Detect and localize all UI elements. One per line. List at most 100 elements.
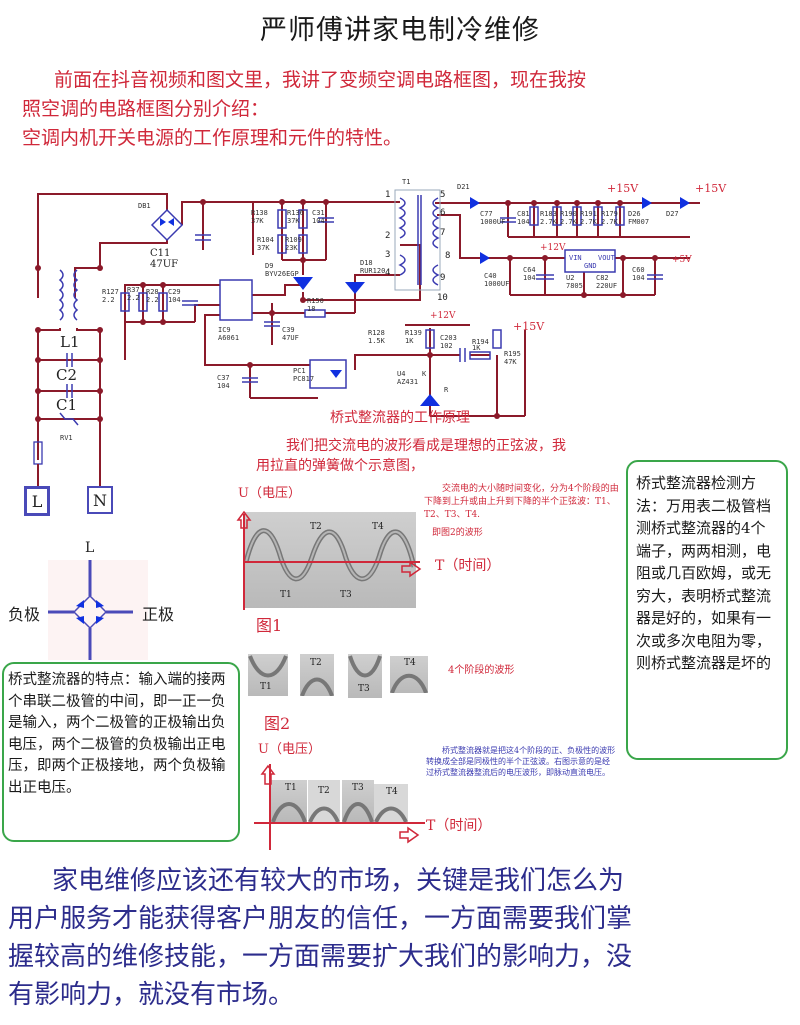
label-ic9: IC9 (218, 326, 231, 334)
value-r150: 18 (307, 305, 315, 313)
value-r139: 1K (405, 337, 414, 345)
value-r109: 23K (285, 244, 298, 252)
pin-10: 10 (437, 293, 448, 303)
ac-change-note: 交流电的大小随时间变化，分为4个阶段的由下降到上升或由上升到下降的半个正弦波：T… (424, 484, 619, 520)
up-arrow-icon (236, 510, 252, 529)
value-c31: 104 (312, 217, 325, 225)
value-r183: 2.7K (540, 218, 558, 226)
footer-paragraph: 家电维修应该还有较大的市场，关键是我们怎么为 用户服务才能获得客户朋友的信任，一… (8, 862, 748, 1014)
voltage-5v: +5V (672, 255, 692, 265)
value-c77: 1000UF (480, 218, 505, 226)
label-r127: R127 (102, 288, 119, 296)
label-u4: U4 (397, 370, 405, 378)
intro-line-3: 空调内机开关电源的工作原理和元件的特性。 (22, 127, 403, 149)
fig1-x-axis-label: T（时间） (435, 558, 501, 574)
label-c40: C40 (484, 272, 497, 280)
rectified-note: 桥式整流器就是把这4个阶段的正、负极性的波形转换成全部是同极性的半个正弦波。右图… (426, 746, 616, 777)
value-c82: 220UF (596, 282, 617, 290)
diode-icon (76, 616, 84, 624)
fig2-label-t2: T2 (310, 658, 322, 668)
label-r138: R138 (251, 209, 268, 217)
fig1-label-t4: T4 (372, 522, 384, 532)
value-r104: 37K (257, 244, 270, 252)
value-c81: 104 (517, 218, 530, 226)
pin-7: 7 (440, 228, 445, 238)
label-c203: C203 (440, 334, 457, 342)
value-r128: 1.5K (368, 337, 386, 345)
label-r28: R28 (146, 288, 159, 296)
label-k: K (422, 370, 427, 378)
label-l1: L1 (60, 333, 80, 351)
label-c60: C60 (632, 266, 645, 274)
label-c1: C1 (56, 396, 77, 414)
power-supply-schematic: DB1 R138 37K R136 37K C31 104 R104 37K R… (35, 178, 727, 460)
fig3-tile-t3: T3 (342, 780, 374, 823)
label-reg-vin: VIN (569, 254, 582, 262)
pin-1: 1 (385, 190, 390, 200)
value-d18: RUR120 (360, 267, 385, 275)
label-pc1: PC1 (293, 367, 306, 375)
bridge-label-positive: 正极 (142, 605, 175, 624)
fig1-y-axis-label: U（电压） (238, 486, 301, 501)
label-r194: R194 (472, 338, 489, 346)
footer-line-1: 家电维修应该还有较大的市场，关键是我们怎么为 (52, 866, 625, 896)
label-d27: D27 (666, 210, 679, 218)
value-r136: 37K (287, 217, 300, 225)
label-c37: C37 (217, 374, 230, 382)
right-arrow-icon (401, 560, 422, 578)
value-c64: 104 (523, 274, 536, 282)
label-r191: R191 (580, 210, 597, 218)
fig1-axes (236, 510, 422, 610)
label-r37: R37 (127, 286, 140, 294)
label-r104: R104 (257, 236, 274, 244)
label-reg-gnd: GND (584, 262, 597, 270)
fig1-waveform-photo: T2 T4 T1 T3 (243, 512, 417, 608)
fig2-note: 4个阶段的波形 (448, 665, 515, 676)
fig2-tile-t1: T1 (248, 654, 288, 696)
fuse-icon (33, 441, 43, 465)
fig1-label-t1: T1 (280, 590, 292, 600)
label-db1: DB1 (138, 202, 151, 210)
label-reg-vout: VOUT (598, 254, 616, 262)
terminal-n: N (87, 486, 113, 514)
fig1-caption: 图1 (256, 616, 283, 635)
test-method-box: 桥式整流器检测方法：万用表二极管档测桥式整流器的4个端子，两两相测，电阻或几百欧… (626, 460, 788, 760)
label-r179: R179 (601, 210, 618, 218)
bridge-intro-line-2: 用拉直的弹簧做个示意图， (256, 458, 424, 474)
fig3-x-axis-label: T（时间） (426, 818, 492, 834)
footer-line-2: 用户服务才能获得客户朋友的信任，一方面需要我们掌 (8, 904, 633, 934)
bridge-label-negative: 负极 (8, 605, 41, 624)
pin-2: 2 (385, 231, 390, 241)
bridge-heading: 桥式整流器的工作原理 (330, 410, 470, 426)
value-r127: 2.2 (102, 296, 115, 304)
label-r128: R128 (368, 329, 385, 337)
value-r28: 2.2 (146, 296, 159, 304)
fig3-tile-t1: T1 (271, 780, 307, 823)
fig3-label-t3: T3 (352, 783, 364, 793)
label-c77: C77 (480, 210, 493, 218)
fig1-label-t3: T3 (340, 590, 352, 600)
diode-icon (96, 600, 104, 608)
fig3-y-axis-label: U（电压） (258, 742, 321, 757)
fig1-label-t2: T2 (310, 522, 322, 532)
value-r190: 2.7K (560, 218, 578, 226)
up-arrow-icon (260, 764, 276, 785)
features-box: 桥式整流器的特点：输入端的接两个串联二极管的中间，即一正一负是输入，两个二极管的… (2, 662, 240, 842)
value-c203: 102 (440, 342, 453, 350)
label-rv1: RV1 (60, 434, 73, 442)
fig3-tile-t4: T4 (374, 784, 408, 823)
voltage-12v-a: +12V (540, 243, 566, 253)
fig2-label-t3: T3 (358, 684, 370, 694)
label-d21: D21 (457, 183, 470, 191)
voltage-15v-c: +15V (513, 320, 545, 333)
terminal-l: L (24, 486, 50, 516)
value-c11: 47UF (150, 259, 178, 270)
label-c64: C64 (523, 266, 536, 274)
fig3-label-t4: T4 (386, 787, 398, 797)
label-r183: R183 (540, 210, 557, 218)
value-r138: 37K (251, 217, 264, 225)
label-r109: R109 (285, 236, 302, 244)
value-d9: BYV26EGP (265, 270, 299, 278)
bridge-rectifier-symbol (48, 560, 148, 660)
pin-4: 4 (385, 268, 390, 278)
